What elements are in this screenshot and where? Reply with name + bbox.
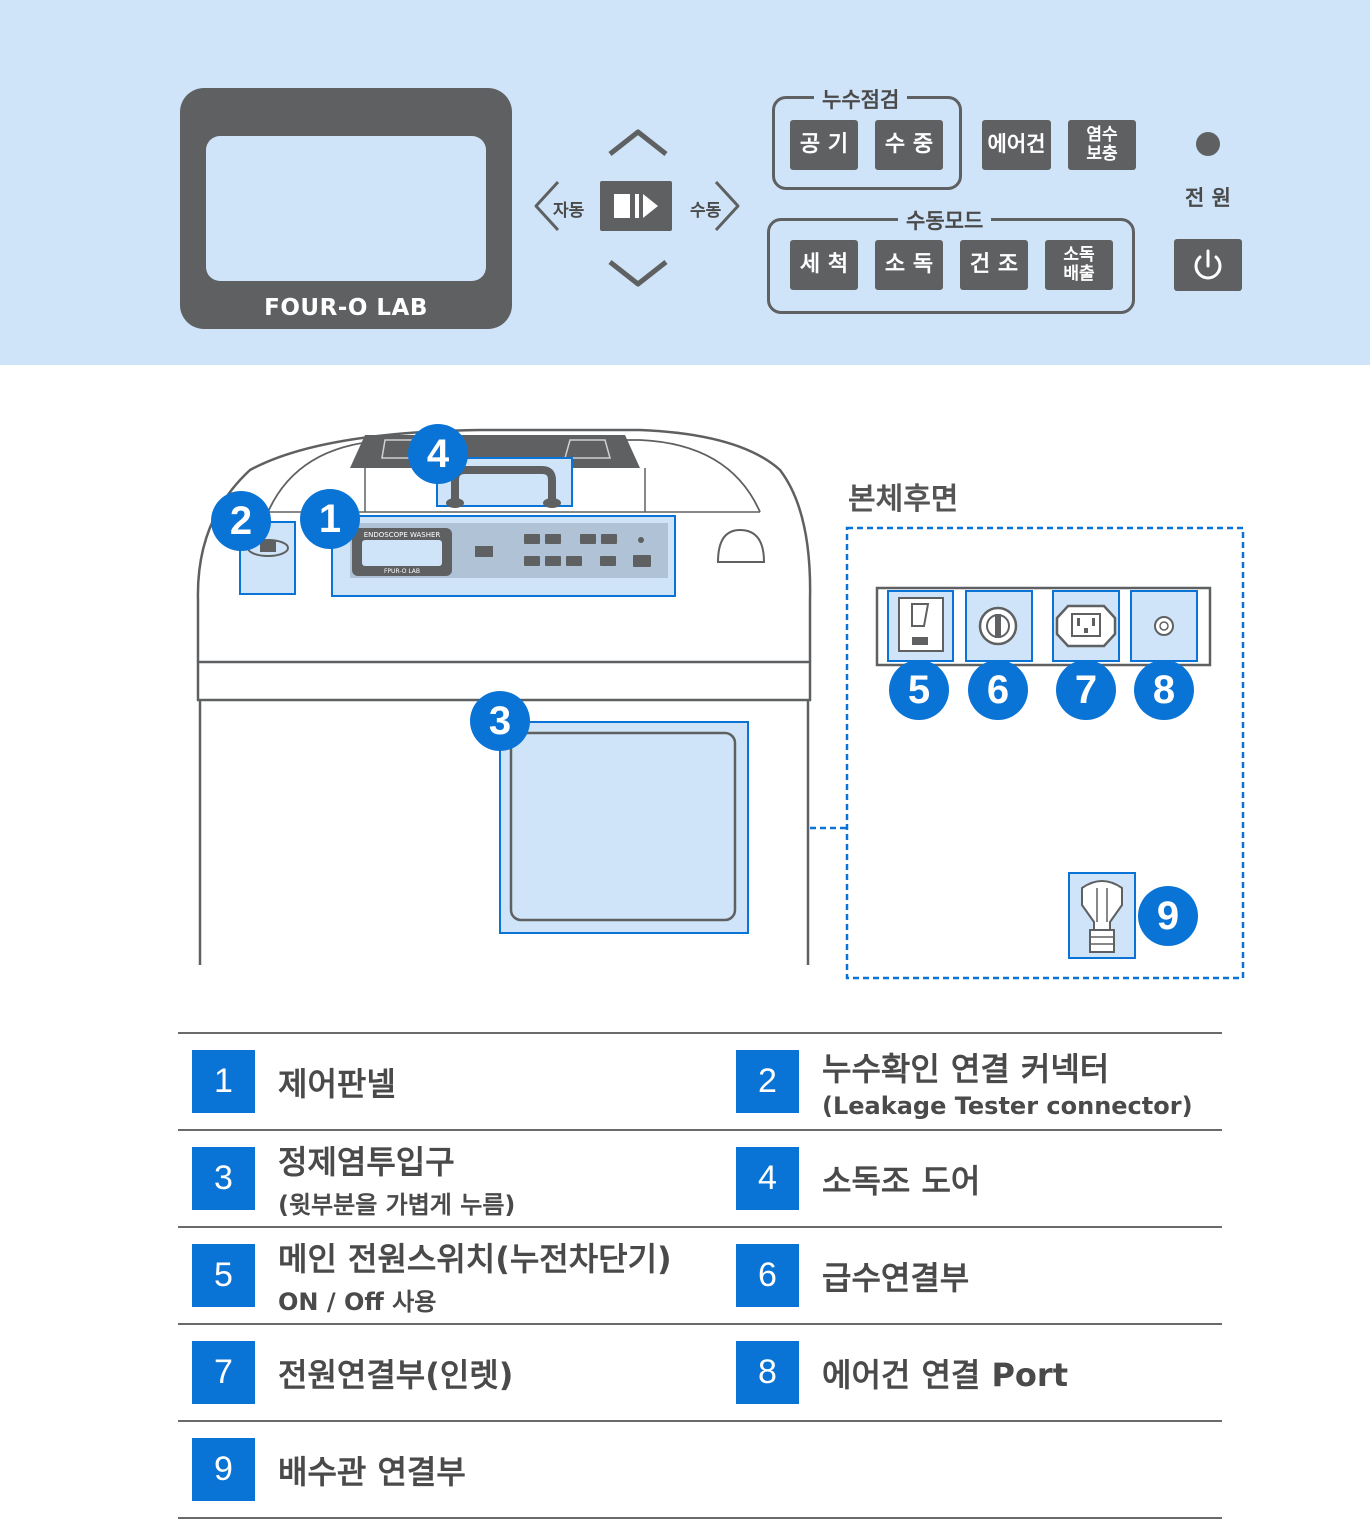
rear-view-box — [845, 526, 1245, 980]
legend-number: 3 — [192, 1147, 255, 1210]
power-label: 전 원 — [1185, 186, 1231, 210]
manual-label: 수동 — [690, 201, 722, 221]
down-arrow-icon — [608, 260, 668, 287]
mini-panel-brand-bottom: FPUR-O LAB — [384, 568, 420, 575]
right-arrow-icon — [714, 180, 740, 232]
salt-refill-line2: 보충 — [1086, 144, 1118, 164]
legend-label: 전원연결부(인렛) — [278, 1355, 514, 1394]
legend-sublabel: (윗부분을 가볍게 누름) — [278, 1191, 516, 1219]
legend-row: 5 메인 전원스위치(누전차단기) ON / Off 사용 6 급수연결부 — [178, 1226, 1222, 1323]
legend-number: 4 — [736, 1147, 799, 1210]
leak-check-title: 누수점검 — [814, 84, 908, 114]
badge-2: 2 — [211, 491, 271, 551]
left-arrow-icon — [534, 180, 560, 232]
legend-label: 누수확인 연결 커넥터 — [822, 1049, 1110, 1088]
legend-label: 메인 전원스위치(누전차단기) — [278, 1240, 672, 1278]
legend-number: 9 — [192, 1438, 255, 1501]
legend-item-8: 8 에어건 연결 Port — [722, 1325, 1244, 1420]
legend-number: 8 — [736, 1341, 799, 1404]
power-icon — [1194, 249, 1222, 280]
air-gun-port-icon — [1154, 616, 1174, 636]
power-inlet-icon — [1055, 604, 1117, 648]
legend-sublabel: (Leakage Tester connector) — [822, 1091, 1193, 1120]
badge-3: 3 — [470, 691, 530, 751]
legend-item-5: 5 메인 전원스위치(누전차단기) ON / Off 사용 — [178, 1228, 700, 1323]
legend-number: 5 — [192, 1244, 255, 1307]
air-leak-button[interactable]: 공 기 — [790, 120, 858, 170]
legend-sublabel: ON / Off 사용 — [278, 1288, 437, 1316]
navigation-arrows — [534, 129, 740, 287]
lcd-display: FOUR-O LAB — [180, 88, 512, 329]
legend-number: 1 — [192, 1050, 255, 1113]
legend-label: 배수관 연결부 — [278, 1452, 466, 1491]
legend-item-6: 6 급수연결부 — [722, 1228, 1244, 1323]
legend-label: 에어건 연결 Port — [822, 1355, 1068, 1394]
top-knob — [716, 528, 766, 563]
disinfect-drain-button[interactable]: 소독 배출 — [1045, 240, 1113, 290]
salt-refill-button[interactable]: 염수 보충 — [1068, 120, 1136, 170]
legend-item-1: 1 제어판넬 — [178, 1034, 700, 1129]
legend-label: 정제염투입구 — [278, 1143, 455, 1181]
badge-5: 5 — [889, 660, 949, 720]
manual-mode-title: 수동모드 — [898, 205, 992, 235]
legend-number: 6 — [736, 1244, 799, 1307]
dry-button[interactable]: 건 조 — [960, 240, 1028, 290]
power-button[interactable] — [1174, 239, 1242, 291]
wash-button[interactable]: 세 척 — [790, 240, 858, 290]
legend-row: 3 정제염투입구 (윗부분을 가볍게 누름) 4 소독조 도어 — [178, 1129, 1222, 1226]
rocker-switch-icon — [911, 603, 930, 627]
legend-label: 소독조 도어 — [822, 1161, 981, 1200]
badge-9: 9 — [1138, 886, 1198, 946]
legend-number: 7 — [192, 1341, 255, 1404]
badge-8: 8 — [1134, 660, 1194, 720]
auto-label: 자동 — [553, 201, 585, 221]
salt-inlet-highlight — [499, 721, 749, 934]
legend-item-3: 3 정제염투입구 (윗부분을 가볍게 누름) — [178, 1131, 700, 1226]
legend-label: 급수연결부 — [822, 1258, 970, 1297]
mini-panel-brand-top: ENDOSCOPE WASHER — [364, 531, 441, 539]
up-arrow-icon — [608, 129, 668, 156]
legend-table: 1 제어판넬 2 누수확인 연결 커넥터 (Leakage Tester con… — [178, 1032, 1222, 1519]
power-indicator-led — [1196, 132, 1220, 156]
legend-row: 7 전원연결부(인렛) 8 에어건 연결 Port — [178, 1323, 1222, 1420]
disinfect-button[interactable]: 소 독 — [875, 240, 943, 290]
legend-row: 1 제어판넬 2 누수확인 연결 커넥터 (Leakage Tester con… — [178, 1032, 1222, 1129]
salt-inlet-lid — [509, 731, 737, 922]
legend-label: 제어판넬 — [278, 1064, 396, 1103]
salt-refill-line1: 염수 — [1086, 125, 1118, 146]
badge-1: 1 — [300, 489, 360, 549]
legend-item-2: 2 누수확인 연결 커넥터 (Leakage Tester connector) — [722, 1034, 1244, 1129]
badge-7: 7 — [1056, 660, 1116, 720]
lcd-screen — [206, 136, 486, 281]
legend-item-4: 4 소독조 도어 — [722, 1131, 1244, 1226]
air-gun-button[interactable]: 에어건 — [982, 120, 1051, 170]
lcd-brand-label: FOUR-O LAB — [264, 295, 428, 321]
legend-item-9: 9 배수관 연결부 — [178, 1422, 700, 1517]
drain-connector-icon — [1081, 880, 1123, 931]
legend-item-7: 7 전원연결부(인렛) — [178, 1325, 700, 1420]
legend-number: 2 — [736, 1050, 799, 1113]
badge-4: 4 — [408, 424, 468, 484]
badge-6: 6 — [968, 660, 1028, 720]
water-leak-button[interactable]: 수 중 — [875, 120, 943, 170]
disinfect-drain-line2: 배출 — [1063, 264, 1095, 284]
disinfect-drain-line1: 소독 — [1063, 245, 1095, 266]
legend-row: 9 배수관 연결부 — [178, 1420, 1222, 1519]
rear-view-title: 본체후면 — [848, 482, 959, 517]
